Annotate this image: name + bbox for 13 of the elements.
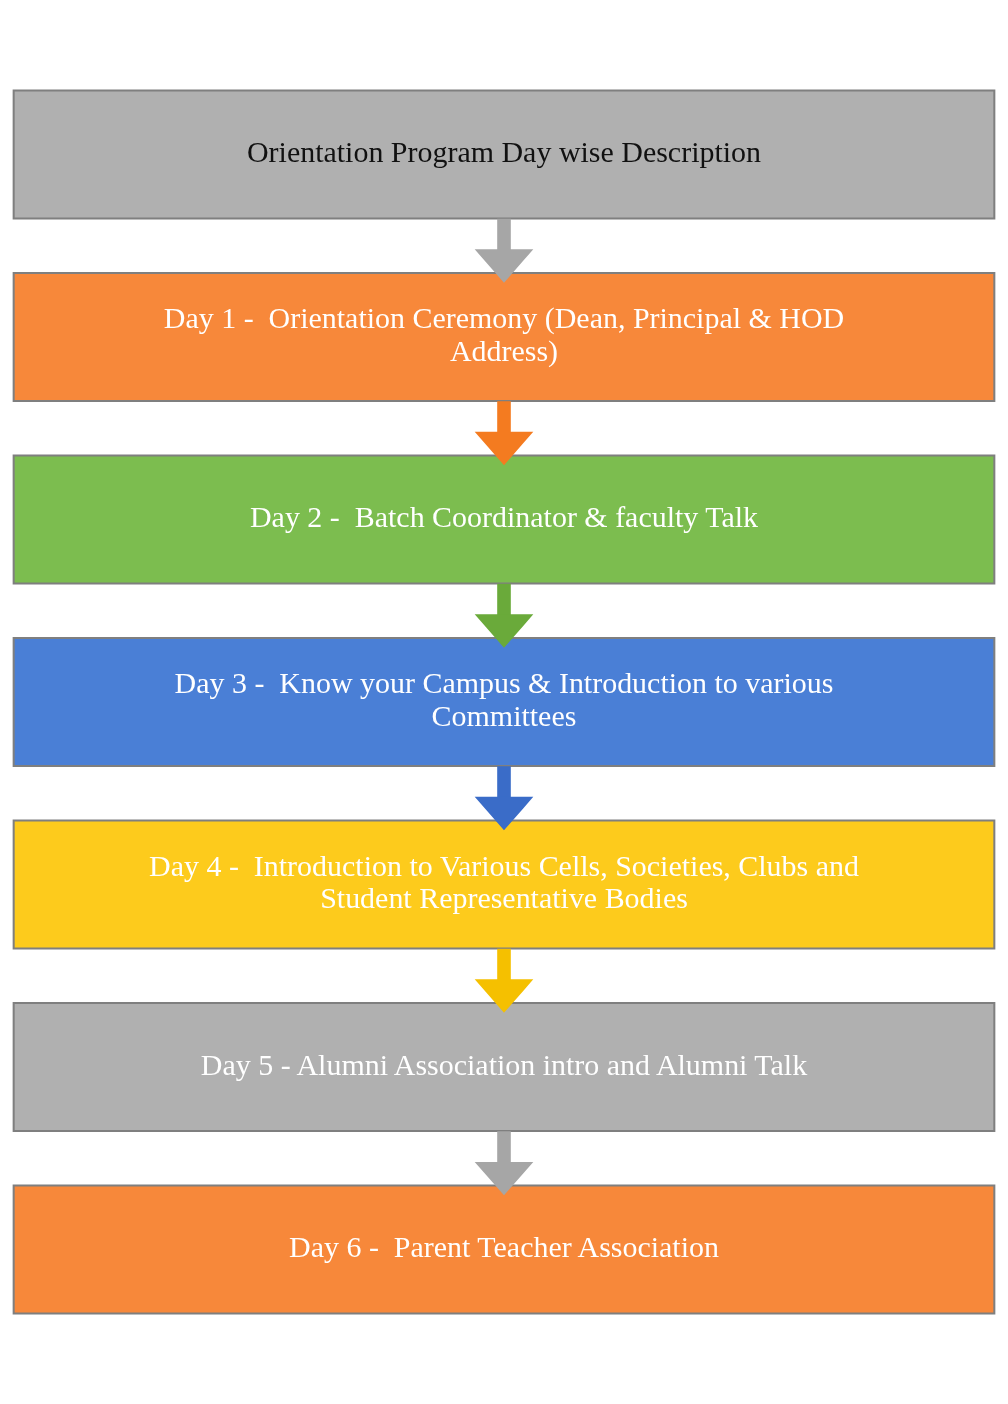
node-box: Day 1 - Orientation Ceremony (Dean, Principal & HOD Address) [12, 271, 996, 402]
arrow [474, 583, 534, 648]
arrow [474, 948, 534, 1013]
arrow [474, 401, 534, 466]
arrow [474, 766, 534, 831]
node-box: Orientation Program Day wise Description [12, 89, 996, 220]
node-box: Day 3 - Know your Campus & Introduction to various Committees [12, 636, 996, 768]
node-box: Day 2 - Batch Coordinator & faculty Talk [12, 454, 996, 585]
node-box: Day 4 - Introduction to Various Cells, Societies, Clubs and Student Representative Bodies [12, 819, 996, 950]
node-box: Day 5 - Alumni Association intro and Alumni Talk [12, 1002, 996, 1133]
node-box: Day 6 - Parent Teacher Association [12, 1184, 996, 1315]
arrow [474, 218, 534, 283]
arrow [474, 1131, 534, 1196]
